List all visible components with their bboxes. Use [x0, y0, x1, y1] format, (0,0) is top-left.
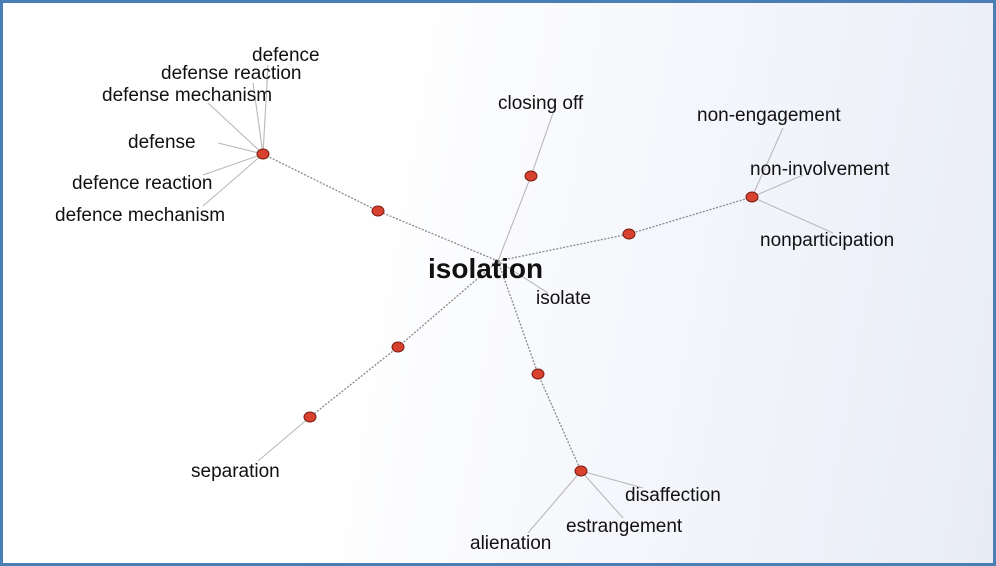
labels: isolation defence defense reaction defen…: [55, 45, 894, 554]
nodes: [256, 148, 759, 477]
edge-root-closing: [497, 175, 532, 262]
node-alienation-link[interactable]: [531, 368, 545, 380]
label-defense-reaction[interactable]: defense reaction: [161, 63, 302, 84]
node-defense-link[interactable]: [371, 205, 385, 217]
edge-defense-mechanism: [207, 102, 264, 155]
node-closing-off[interactable]: [524, 170, 538, 182]
label-defence-mechanism[interactable]: defence mechanism: [55, 205, 225, 226]
edge-participation-hub: [628, 196, 753, 235]
label-defence-reaction[interactable]: defence reaction: [72, 173, 213, 194]
node-participation-cluster[interactable]: [745, 191, 759, 203]
edges: [202, 64, 834, 534]
edge-root-defense-hub: [377, 210, 499, 262]
edge-root-isolate: [497, 260, 549, 294]
label-isolate[interactable]: isolate: [536, 288, 591, 309]
edge-defence: [262, 64, 269, 155]
label-nonparticipation[interactable]: nonparticipation: [760, 230, 894, 251]
label-defence[interactable]: defence: [252, 45, 320, 66]
edge-nonparticipation: [751, 196, 834, 234]
edge-separation-hub: [309, 346, 399, 418]
edge-disaffection: [580, 470, 644, 489]
edge-root-separation-hub: [397, 260, 499, 348]
edge-closing-label: [530, 112, 554, 177]
edge-root-participation-hub: [497, 233, 630, 262]
label-non-involvement[interactable]: non-involvement: [750, 159, 890, 180]
label-non-engagement[interactable]: non-engagement: [697, 105, 841, 126]
edge-separation-label: [257, 416, 311, 462]
node-separation[interactable]: [303, 411, 317, 423]
edge-defence-mechanism: [202, 153, 264, 207]
edge-defense-hub: [262, 153, 379, 212]
edge-alienation-hub: [537, 373, 582, 472]
word-graph: isolation defence defense reaction defen…: [55, 45, 894, 554]
edge-non-engagement: [751, 127, 784, 198]
label-disaffection[interactable]: disaffection: [625, 485, 721, 506]
label-defense-mechanism[interactable]: defense mechanism: [102, 85, 272, 106]
edge-defence-reaction: [202, 153, 264, 176]
label-closing-off[interactable]: closing off: [498, 93, 584, 114]
edge-defense-reaction: [252, 82, 264, 155]
node-separation-link[interactable]: [391, 341, 405, 353]
node-defense-cluster[interactable]: [256, 148, 270, 160]
label-estrangement[interactable]: estrangement: [566, 516, 683, 537]
node-participation-link[interactable]: [622, 228, 636, 240]
node-alienation-cluster[interactable]: [574, 465, 588, 477]
label-defense[interactable]: defense: [128, 132, 196, 153]
edge-root-alienation-hub: [497, 260, 539, 375]
edge-defense: [217, 142, 264, 155]
edge-non-involvement: [751, 174, 804, 198]
label-separation[interactable]: separation: [191, 461, 280, 482]
edge-alienation: [527, 470, 582, 534]
label-alienation[interactable]: alienation: [470, 533, 551, 554]
root-label[interactable]: isolation: [428, 253, 543, 284]
edge-estrangement: [580, 470, 624, 519]
